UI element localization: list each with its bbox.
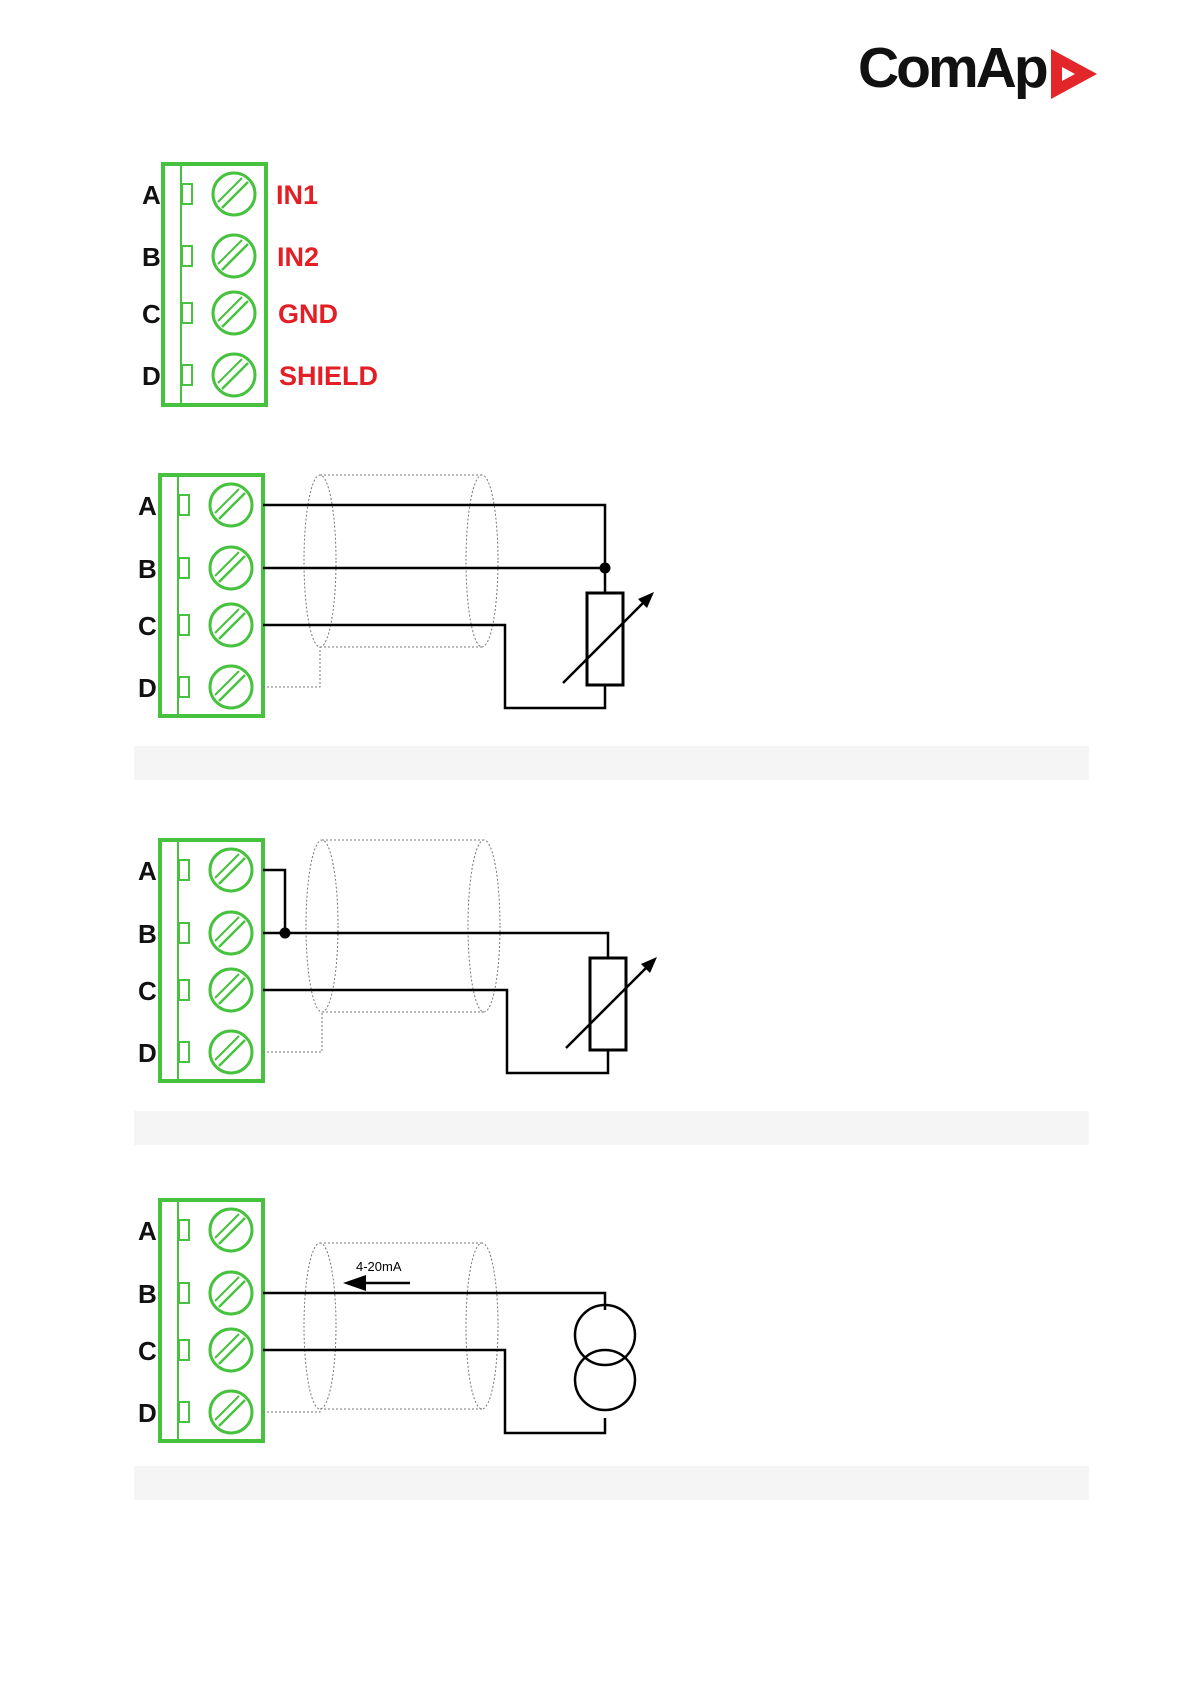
terminal-slot: [179, 1340, 189, 1360]
terminal-slot: [179, 860, 189, 880]
pin-label-shield: SHIELD: [279, 361, 378, 391]
wires: [263, 870, 608, 1073]
terminal-letter-a: A: [138, 856, 157, 886]
logo-text: ComAp: [858, 40, 1046, 97]
terminal-letter-a: A: [138, 1216, 157, 1246]
terminal-slot: [179, 923, 189, 943]
terminal-slot: [179, 980, 189, 1000]
terminal-screw: [210, 484, 252, 526]
terminal-slot: [179, 615, 189, 635]
terminal-slot: [179, 1220, 189, 1240]
terminal-slot: [179, 1283, 189, 1303]
terminal-letter-b: B: [142, 242, 161, 272]
junction-dot: [280, 928, 291, 939]
diagram-4-caption-bar: [134, 1466, 1089, 1500]
terminal-slot: [179, 558, 189, 578]
shielded-cable: [263, 475, 498, 687]
terminal-letter-d: D: [138, 1398, 157, 1428]
terminal-slot: [182, 184, 192, 204]
pin-label-gnd: GND: [278, 299, 338, 329]
terminal-screw: [213, 235, 255, 277]
wires: [263, 1293, 605, 1433]
wires: [263, 505, 605, 708]
terminal-screw: [210, 912, 252, 954]
diagram-2-caption-bar: [134, 746, 1089, 780]
current-loop-label: 4-20mA: [356, 1259, 402, 1274]
terminal-block: [160, 475, 263, 716]
terminal-screw: [213, 292, 255, 334]
terminal-block: [163, 164, 266, 405]
terminal-letter-b: B: [138, 919, 157, 949]
terminal-screw: [210, 1272, 252, 1314]
terminal-letter-d: D: [142, 361, 161, 391]
terminal-slot: [179, 495, 189, 515]
terminal-letter-a: A: [142, 180, 161, 210]
pin-label-in2: IN2: [277, 242, 319, 272]
terminal-block: [160, 840, 263, 1081]
variable-resistor-icon: [566, 957, 657, 1050]
terminal-screw: [213, 173, 255, 215]
comap-arrow-logo-icon: [1048, 46, 1100, 102]
current-direction-arrow-icon: [343, 1275, 410, 1291]
terminal-slot: [179, 1402, 189, 1422]
terminal-letter-b: B: [138, 554, 157, 584]
shielded-cable: [263, 840, 500, 1052]
terminal-letter-c: C: [142, 299, 161, 329]
terminal-slot: [179, 1042, 189, 1062]
terminal-letter-c: C: [138, 611, 157, 641]
variable-resistor-icon: [563, 592, 654, 685]
diagram-3-caption-bar: [134, 1111, 1089, 1145]
terminal-slot: [182, 246, 192, 266]
terminal-screw: [213, 354, 255, 396]
terminal-slot: [182, 303, 192, 323]
current-loop-sensor-diagram: A B C D 4-20mA: [0, 1190, 700, 1455]
terminal-screw: [210, 1329, 252, 1371]
terminal-letter-c: C: [138, 976, 157, 1006]
terminal-screw: [210, 969, 252, 1011]
terminal-pinout-diagram: A B C D IN1 IN2 GND SHIELD: [0, 150, 420, 420]
comap-logo: ComAp: [858, 38, 1118, 108]
terminal-letter-a: A: [138, 491, 157, 521]
terminal-slot: [179, 677, 189, 697]
terminal-letter-c: C: [138, 1336, 157, 1366]
terminal-screw: [210, 666, 252, 708]
resistive-sensor-3wire-diagram: A B C D: [0, 465, 700, 730]
terminal-screw: [210, 849, 252, 891]
terminal-block: [160, 1200, 263, 1441]
junction-dot: [600, 563, 611, 574]
current-source-icon: [575, 1305, 635, 1410]
terminal-slot: [182, 365, 192, 385]
terminal-screw: [210, 604, 252, 646]
terminal-letter-d: D: [138, 673, 157, 703]
terminal-screw: [210, 1391, 252, 1433]
terminal-screw: [210, 547, 252, 589]
terminal-letter-d: D: [138, 1038, 157, 1068]
terminal-screw: [210, 1031, 252, 1073]
terminal-letter-b: B: [138, 1279, 157, 1309]
terminal-screw: [210, 1209, 252, 1251]
resistive-sensor-2wire-diagram: A B C D: [0, 830, 700, 1095]
pin-label-in1: IN1: [276, 180, 318, 210]
